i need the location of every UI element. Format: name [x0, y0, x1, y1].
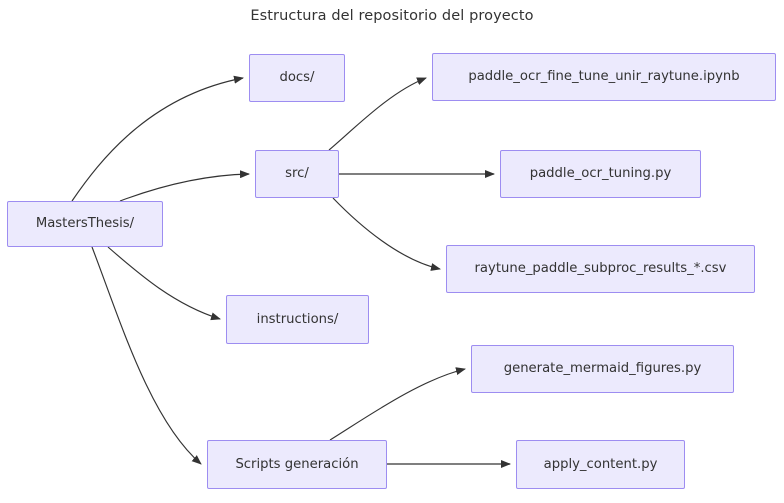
node-scripts-generacion[interactable]: Scripts generación: [207, 440, 387, 489]
node-label: raytune_paddle_subproc_results_*.csv: [474, 261, 727, 277]
node-src[interactable]: src/: [255, 150, 339, 198]
node-tuning-py[interactable]: paddle_ocr_tuning.py: [500, 150, 701, 198]
node-mastersthesis[interactable]: MastersThesis/: [7, 201, 163, 247]
node-label: apply_content.py: [543, 456, 658, 472]
page-title: Estructura del repositorio del proyecto: [250, 8, 534, 24]
node-notebook[interactable]: paddle_ocr_fine_tune_unir_raytune.ipynb: [432, 53, 776, 101]
edge-mastersthesis-to-docs: [71, 75, 244, 202]
node-results-csv[interactable]: raytune_paddle_subproc_results_*.csv: [446, 245, 755, 293]
node-label: paddle_ocr_fine_tune_unir_raytune.ipynb: [468, 69, 740, 85]
node-label: src/: [285, 166, 309, 182]
node-label: instructions/: [256, 311, 339, 327]
node-label: docs/: [279, 70, 315, 86]
node-instructions[interactable]: instructions/: [226, 295, 369, 344]
edge-mastersthesis-to-instructions: [107, 246, 221, 321]
node-label: MastersThesis/: [35, 216, 135, 232]
node-docs[interactable]: docs/: [249, 54, 345, 102]
edge-mastersthesis-to-src: [119, 170, 250, 202]
node-apply-py[interactable]: apply_content.py: [516, 440, 685, 489]
node-label: generate_mermaid_figures.py: [503, 361, 702, 377]
node-mermaid-py[interactable]: generate_mermaid_figures.py: [471, 345, 734, 393]
node-label: Scripts generación: [235, 456, 359, 472]
node-label: paddle_ocr_tuning.py: [529, 166, 672, 182]
edge-src-to-resultscsv: [332, 197, 441, 271]
edge-mastersthesis-to-scriptsgen: [91, 246, 202, 465]
edge-scriptsgen-to-mermaidpy: [329, 367, 466, 441]
